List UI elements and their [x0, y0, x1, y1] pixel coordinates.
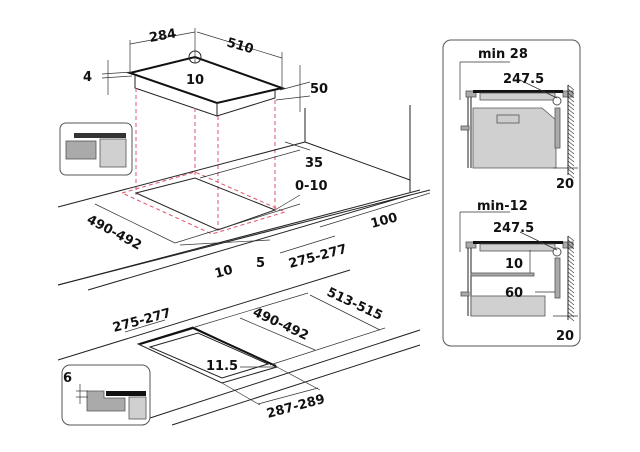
gap-range-dimension: 0-10 — [295, 179, 328, 194]
rear-gap-dimension: 35 — [305, 156, 323, 171]
corner-radius-dimension: 11.5 — [206, 359, 238, 374]
center-dimension: 10 — [186, 73, 204, 88]
hatch-line — [567, 275, 575, 282]
cutout-width-dimension: 275-277 — [111, 306, 173, 336]
hatch-line — [567, 88, 575, 95]
hatch-line — [567, 239, 575, 246]
section-oven: min 28 247.5 20 — [459, 47, 578, 192]
hatch-line — [567, 251, 575, 258]
cutout-width-dimension: 275-277 — [287, 242, 349, 272]
hatch-line — [567, 291, 575, 298]
hatch-line — [567, 148, 575, 155]
inset-dimension: 6 — [63, 371, 72, 386]
hatch-line — [567, 267, 575, 274]
hatch-line — [567, 287, 575, 294]
hatch-line — [567, 295, 575, 302]
hatch-line — [567, 120, 575, 127]
hatch-line — [567, 156, 575, 163]
hatch-line — [567, 243, 575, 250]
hatch-line — [567, 164, 575, 171]
countertop-bottom — [57, 189, 421, 426]
hatch-line — [567, 124, 575, 131]
countertop-top — [57, 105, 431, 291]
hatch-line — [567, 160, 575, 167]
min-height-label: min 28 — [478, 47, 528, 62]
hatch-line — [567, 172, 575, 179]
hatch-line — [567, 168, 575, 175]
distance-label: 247.5 — [503, 72, 544, 87]
cutout-depth-dimension: 490-492 — [84, 212, 144, 253]
hatch-line — [567, 100, 575, 107]
hatch-line — [567, 136, 575, 143]
wall-hatching — [567, 84, 575, 322]
hatch-line — [567, 311, 575, 318]
hatch-line — [567, 235, 575, 242]
hatch-line — [567, 140, 575, 147]
hatch-line — [567, 303, 575, 310]
hatch-line — [567, 112, 575, 119]
hatch-line — [567, 92, 575, 99]
hatch-line — [567, 104, 575, 111]
outer-width-dimension: 287-289 — [265, 392, 327, 422]
wall-gap-label: 20 — [556, 329, 574, 344]
hatch-line — [567, 315, 575, 322]
inset-bottom-left: 6 — [61, 364, 151, 426]
hatch-line — [567, 307, 575, 314]
hatch-line — [567, 263, 575, 270]
hatch-line — [567, 299, 575, 306]
gap-label: 10 — [505, 257, 523, 272]
depth-dimension: 510 — [225, 35, 255, 57]
hatch-line — [567, 283, 575, 290]
hatch-line — [567, 271, 575, 278]
hob-drawing — [101, 28, 311, 117]
section-drawer: min-12 247.5 10 60 20 — [459, 199, 578, 344]
hatch-line — [567, 255, 575, 262]
side-gap-dimension: 5 — [256, 256, 265, 271]
wall-distance-dimension: 100 — [369, 210, 399, 232]
glass-thickness-dimension: 4 — [83, 70, 92, 85]
hatch-line — [567, 128, 575, 135]
wall-gap-label: 20 — [556, 177, 574, 192]
hatch-line — [567, 152, 575, 159]
hatch-line — [567, 96, 575, 103]
side-section-panel: min 28 247.5 20 min-12 247.5 — [442, 39, 581, 347]
hatch-line — [567, 259, 575, 266]
hatch-line — [567, 116, 575, 123]
front-gap-dimension: 10 — [213, 263, 234, 282]
hatch-line — [567, 132, 575, 139]
cutout-depth-dimension: 490-492 — [250, 305, 310, 344]
outer-depth-dimension: 513-515 — [324, 285, 384, 324]
hatch-line — [567, 84, 575, 91]
inset-top-left — [59, 122, 133, 176]
hatch-line — [567, 279, 575, 286]
hatch-line — [567, 108, 575, 115]
clearance-label: 60 — [505, 286, 523, 301]
min-height-label: min-12 — [477, 199, 528, 214]
width-dimension: 284 — [148, 26, 177, 45]
hatch-line — [567, 144, 575, 151]
height-dimension: 50 — [310, 82, 328, 97]
distance-label: 247.5 — [493, 221, 534, 236]
hatch-line — [567, 247, 575, 254]
